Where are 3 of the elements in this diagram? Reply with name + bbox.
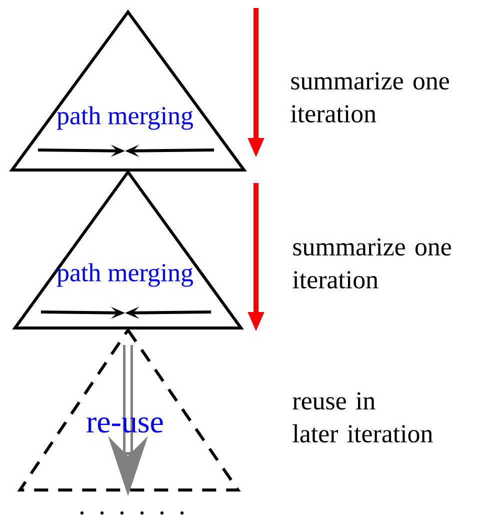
side-note: summarize one iteration — [292, 238, 451, 288]
side-note: reuse in later iteration — [292, 392, 433, 442]
side-note: summarize one iteration — [290, 72, 449, 122]
